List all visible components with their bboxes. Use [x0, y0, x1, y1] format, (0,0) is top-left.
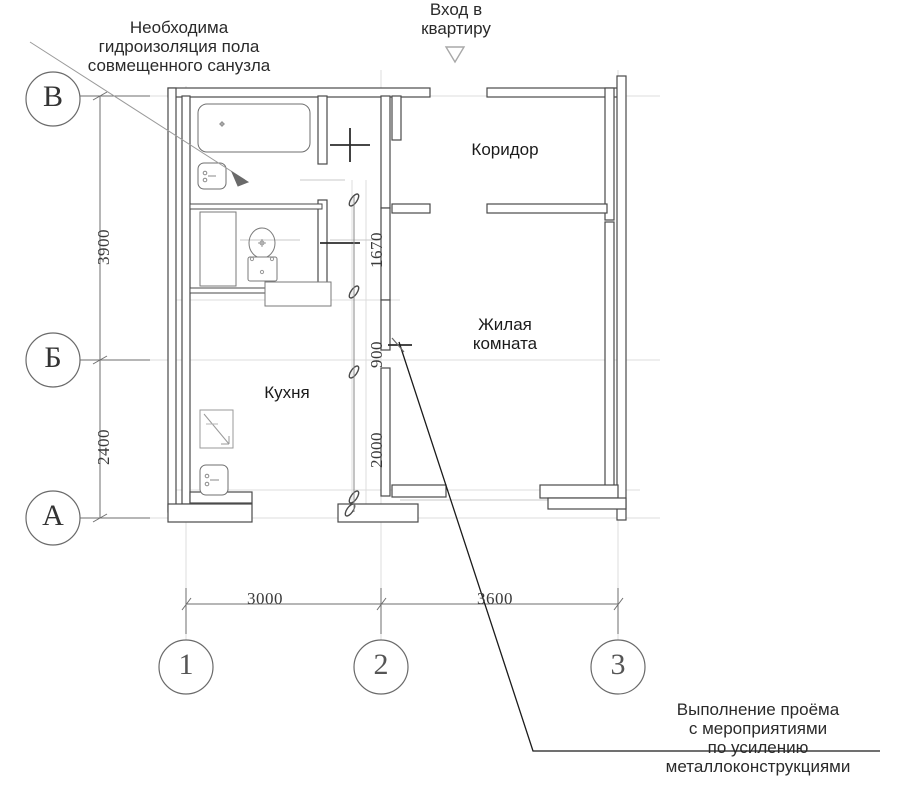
axis-label-b: Б — [44, 341, 62, 374]
dim-text-2000: 2000 — [367, 432, 386, 468]
wall-top-left — [167, 87, 431, 98]
counter-kitchen — [264, 281, 332, 307]
dim-text-1670: 1670 — [367, 232, 386, 268]
wall-bottom-rightmost — [547, 497, 627, 510]
wall-left-outer — [167, 87, 177, 513]
axis-circle-1 — [158, 639, 214, 695]
basin-tap-b — [202, 177, 208, 183]
note-entrance: Вход в квартиру — [421, 0, 491, 39]
wall-corridor-partition-right — [486, 203, 608, 214]
dim-text-3900: 3900 — [94, 229, 113, 265]
wall-bottom-right — [539, 484, 619, 499]
entrance-arrow-icon — [444, 46, 466, 64]
axis-label-3: 3 — [610, 648, 626, 681]
note-waterproofing: Необходима гидроизоляция пола совмещенно… — [87, 18, 271, 76]
leader-waterproofing — [29, 41, 246, 181]
dim-text-3600: 3600 — [477, 589, 513, 608]
dim-text-2400: 2400 — [94, 429, 113, 465]
axis-circle-v — [25, 71, 81, 127]
dimension-chain-left — [78, 91, 150, 523]
axis-label-v: В — [42, 80, 63, 113]
wall-bath-partition — [189, 203, 323, 210]
note-opening: Выполнение проёма с мероприятиями по уси… — [665, 700, 851, 777]
wall-right-inner-top — [604, 87, 615, 221]
axis-circle-a — [25, 490, 81, 546]
wall-bath-right-upper — [317, 95, 328, 165]
axis-label-a: А — [42, 499, 64, 532]
axis-label-1: 1 — [178, 648, 194, 681]
axis-label-2: 2 — [373, 648, 389, 681]
wall-right-inner-bottom — [604, 221, 615, 493]
wall-central-bottom — [380, 367, 391, 497]
axis-circle-2 — [353, 639, 409, 695]
wall-central-upper — [380, 95, 391, 209]
room-label-kitchen: Кухня — [264, 383, 310, 402]
fixtures-layer — [197, 103, 332, 496]
door-mark-2000-bottom — [348, 490, 360, 504]
door-marks — [344, 193, 360, 517]
room-label-living-room: Жилая комната — [472, 315, 538, 354]
axis-circle-3 — [590, 639, 646, 695]
bathtub — [197, 103, 311, 153]
leader-opening-tick — [391, 337, 405, 353]
dimension-chain-bottom — [181, 588, 624, 634]
axis-circle-b — [25, 332, 81, 388]
dim-text-3000: 3000 — [247, 589, 283, 608]
axis-circles — [25, 71, 646, 695]
dim-text-900: 900 — [367, 341, 386, 368]
wall-bottom-sill-mid — [337, 503, 419, 523]
wall-bottom-sill-left — [167, 503, 253, 523]
wall-right-outer — [616, 75, 627, 521]
wall-central-lower — [380, 299, 391, 351]
door-mark-1670-top — [348, 193, 360, 207]
wall-top-right — [486, 87, 626, 98]
wall-corridor-jamb — [391, 95, 402, 141]
basin-tap-a — [202, 170, 208, 176]
walls — [167, 75, 627, 523]
door-mark-900-bottom — [348, 365, 360, 379]
leader-opening — [398, 341, 880, 752]
leader-arrow-waterproofing — [230, 170, 250, 187]
center-cross-marks — [320, 128, 412, 346]
toilet-cistern — [247, 256, 278, 282]
cabinet-bathroom — [199, 211, 237, 287]
wall-corridor-partition-left — [391, 203, 431, 214]
room-label-corridor: Коридор — [471, 140, 539, 159]
door-mark-1670-bottom — [348, 285, 360, 299]
wall-bottom-mid-stub — [391, 484, 447, 498]
wall-left-inner — [181, 95, 191, 505]
